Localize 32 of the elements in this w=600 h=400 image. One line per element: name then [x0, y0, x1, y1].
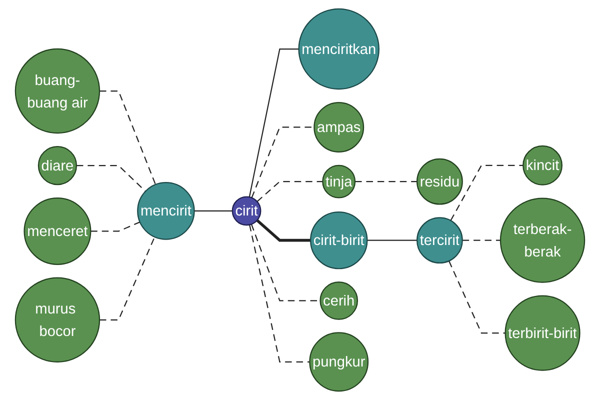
node-circle: cirit-birit: [310, 211, 368, 270]
node-circle: tercirit: [416, 217, 463, 264]
connector: [448, 260, 506, 334]
connector: [100, 236, 156, 320]
connector: [100, 90, 156, 185]
node-circle: ampas: [314, 102, 364, 152]
connector: [248, 48, 299, 198]
node-circle: cirit: [232, 196, 262, 226]
node-circle: terbirit-birit: [504, 295, 580, 371]
node-circle: kincit: [522, 145, 562, 186]
connector: [249, 224, 310, 362]
node-circle: pungkur: [309, 332, 369, 392]
node-circle: murus bocor: [14, 277, 100, 362]
node-circle: residu: [416, 158, 463, 205]
node-circle: menceret: [24, 197, 92, 265]
node-circle: terberak-berak: [500, 198, 586, 283]
connector: [462, 240, 500, 241]
connector: [256, 219, 311, 242]
connector: [251, 126, 314, 198]
node-circle: mencirit: [137, 182, 195, 240]
node-circle: buang-buang air: [14, 48, 100, 134]
connector: [367, 240, 418, 241]
node-circle: menciritkan: [298, 8, 380, 90]
node-circle: diare: [38, 146, 78, 186]
node-circle: cerih: [320, 282, 358, 320]
connector: [256, 181, 323, 202]
connector: [355, 181, 418, 182]
connector: [76, 164, 146, 192]
connector: [90, 222, 140, 232]
connector: [450, 164, 524, 221]
connector: [194, 210, 232, 212]
node-circle: tinja: [322, 164, 356, 198]
